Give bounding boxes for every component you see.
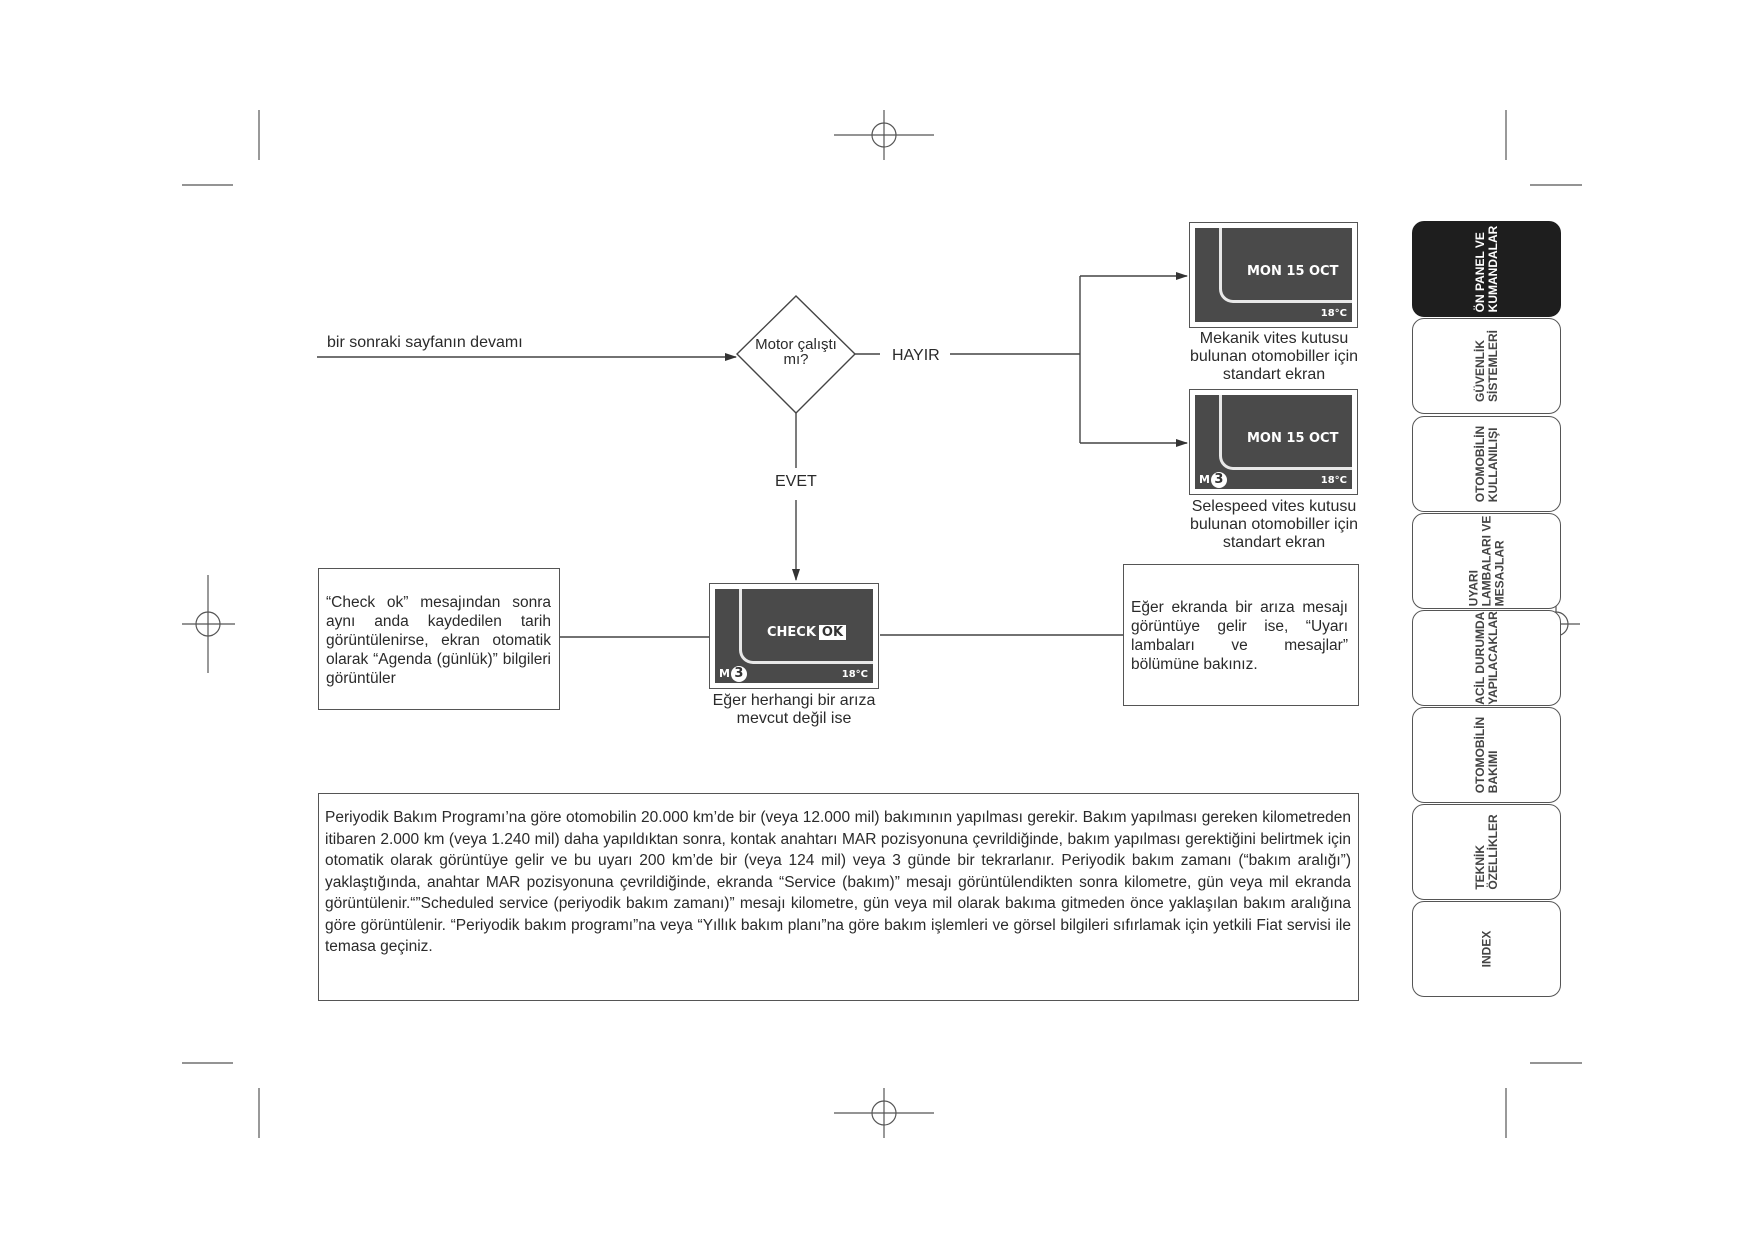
temperature-readout: 18°C: [1320, 475, 1347, 486]
maintenance-info-text: Periyodik Bakım Programı’na göre otomobi…: [325, 809, 1351, 955]
date-readout: MON 15 OCT: [1247, 264, 1339, 279]
lcd-display: MON 15 OCT 18°C: [1195, 228, 1352, 322]
decision-line-1: Motor çalıştı: [755, 336, 837, 353]
ok-badge: OK: [818, 625, 847, 640]
gear-number: 3: [730, 666, 747, 682]
lcd-frame-line: [739, 589, 873, 664]
caption-line: standart ekran: [1222, 366, 1326, 383]
tab-label: INDEX: [1479, 930, 1493, 968]
decision-line-2: mı?: [783, 351, 809, 368]
temperature-readout: 18°C: [841, 669, 868, 680]
decision-question: Motor çalıştı mı?: [742, 337, 850, 367]
gear-mode-letter: M: [1199, 473, 1210, 486]
yes-label: EVET: [775, 473, 817, 490]
agenda-note-text: “Check ok” mesajından sonra aynı anda ka…: [326, 594, 551, 687]
agenda-note-box: “Check ok” mesajından sonra aynı anda ka…: [318, 568, 560, 710]
fault-note-text: Eğer ekranda bir arıza mesajı görüntüye …: [1131, 599, 1348, 673]
gear-number: 3: [1210, 472, 1227, 488]
caption-line: mevcut değil ise: [736, 710, 852, 727]
maintenance-info-box: Periyodik Bakım Programı’na göre otomobi…: [318, 793, 1359, 1001]
continuation-label: bir sonraki sayfanın devamı: [327, 334, 523, 351]
crop-marks: [182, 110, 1582, 1138]
fault-note-box: Eğer ekranda bir arıza mesajı görüntüye …: [1123, 564, 1359, 706]
caption-line: bulunan otomobiller için: [1189, 348, 1359, 365]
caption-line: Selespeed vites kutusu: [1191, 498, 1357, 515]
no-label: HAYIR: [892, 347, 940, 364]
temperature-readout: 18°C: [1320, 308, 1347, 319]
caption-line: standart ekran: [1222, 534, 1326, 551]
caption-line: Mekanik vites kutusu: [1199, 330, 1349, 347]
check-text: CHECK: [767, 625, 816, 640]
manual-screen-caption: Mekanik vites kutusu bulunan otomobiller…: [1164, 330, 1384, 384]
selespeed-screen-caption: Selespeed vites kutusu bulunan otomobill…: [1164, 498, 1384, 552]
manual-gearbox-screen: MON 15 OCT 18°C: [1189, 222, 1358, 328]
caption-line: bulunan otomobiller için: [1189, 516, 1359, 533]
tab-index[interactable]: INDEX: [1412, 901, 1561, 997]
gear-mode-letter: M: [719, 667, 730, 680]
check-screen-caption: Eğer herhangi bir arıza mevcut değil ise: [684, 692, 904, 728]
date-readout: MON 15 OCT: [1247, 431, 1339, 446]
caption-line: Eğer herhangi bir arıza: [712, 692, 876, 709]
lcd-frame-line: [1219, 395, 1352, 470]
lcd-frame-line: [1219, 228, 1352, 303]
